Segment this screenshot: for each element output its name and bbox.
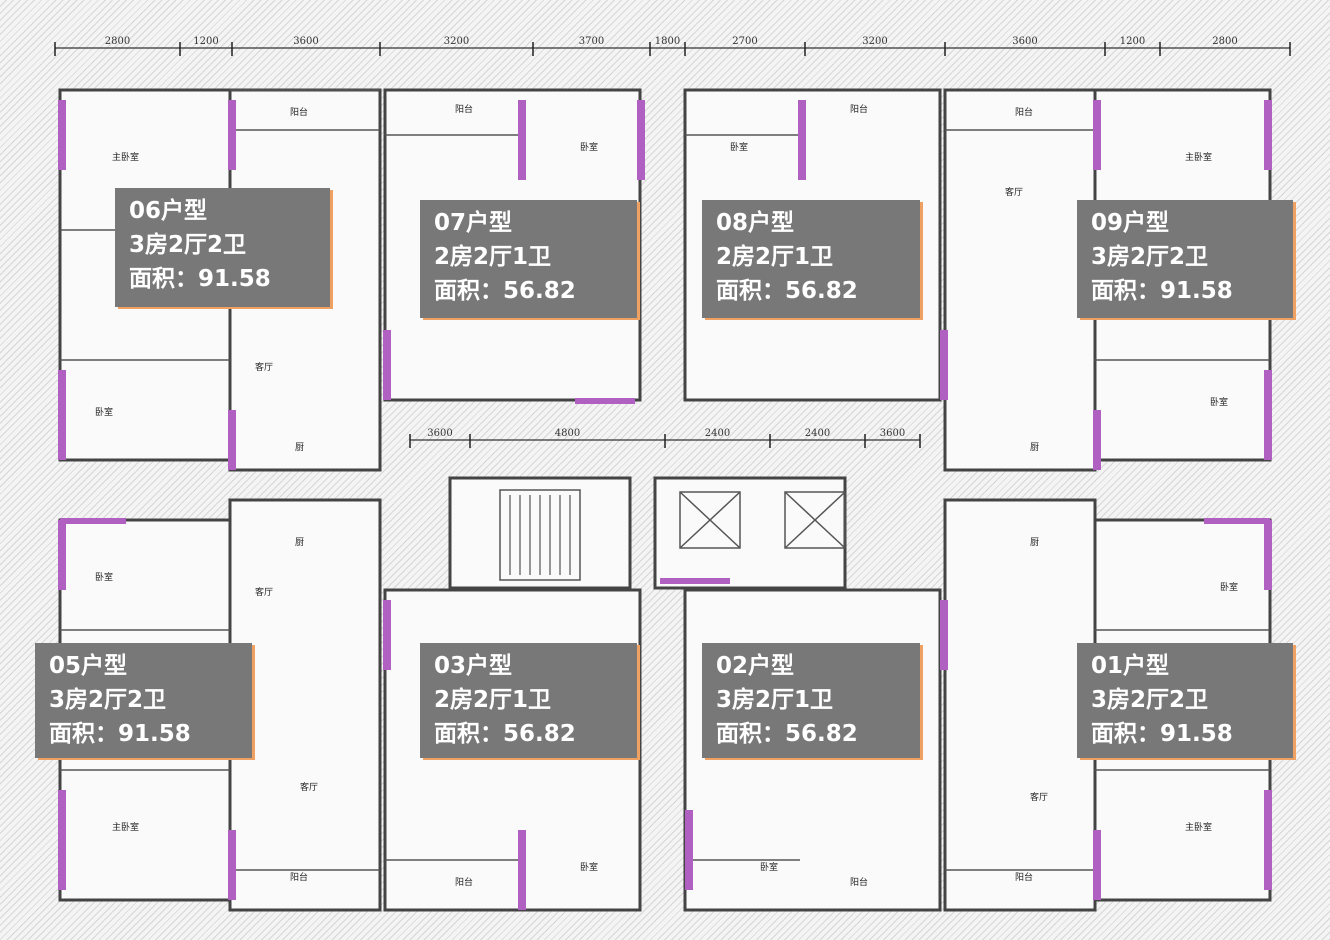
room-label-kitchen: 厨 — [1030, 442, 1039, 453]
dimension-label: 2800 — [1212, 36, 1237, 47]
room-label-balcony: 阳台 — [290, 106, 308, 118]
dimension-label: 1200 — [1120, 36, 1145, 47]
dimension-label: 2400 — [705, 428, 730, 439]
room-label-kitchen: 厨 — [295, 537, 304, 548]
unit-area: 56.82 — [503, 721, 576, 747]
unit-layout: 3房2厅2卫 — [1091, 244, 1209, 270]
unit-area: 91.58 — [1160, 721, 1233, 747]
dimension-label: 1200 — [193, 36, 218, 47]
area-label: 面积： — [716, 278, 785, 304]
room-label-master-bedroom: 主卧室 — [112, 151, 139, 163]
unit-label-02[interactable]: 02户型 3房2厅1卫 面积：56.82 — [702, 643, 920, 758]
area-label: 面积： — [434, 278, 503, 304]
room-label-kitchen: 厨 — [295, 442, 304, 453]
room-label-balcony: 阳台 — [850, 103, 868, 115]
dimension-label: 3600 — [293, 36, 318, 47]
room-label-balcony: 阳台 — [455, 103, 473, 115]
room-label-balcony: 阳台 — [1015, 106, 1033, 118]
room-label-living: 客厅 — [1030, 791, 1048, 803]
dimension-label: 1800 — [655, 36, 680, 47]
unit-area: 56.82 — [785, 278, 858, 304]
unit-layout: 3房2厅2卫 — [49, 687, 167, 713]
room-label-bedroom: 卧室 — [95, 571, 113, 583]
unit-layout: 2房2厅1卫 — [434, 687, 552, 713]
unit-label-05[interactable]: 05户型 3房2厅2卫 面积：91.58 — [35, 643, 252, 758]
area-label: 面积： — [1091, 721, 1160, 747]
area-label: 面积： — [129, 266, 198, 292]
room-label-bedroom: 卧室 — [760, 861, 778, 873]
area-label: 面积： — [434, 721, 503, 747]
unit-name: 02户型 — [716, 653, 795, 679]
dimension-label: 4800 — [555, 428, 580, 439]
unit-layout: 2房2厅1卫 — [716, 244, 834, 270]
unit-label-01[interactable]: 01户型 3房2厅2卫 面积：91.58 — [1077, 643, 1293, 758]
room-label-bedroom: 卧室 — [1210, 396, 1228, 408]
room-label-bedroom: 卧室 — [580, 141, 598, 153]
unit-area: 91.58 — [118, 721, 191, 747]
room-label-living: 客厅 — [255, 586, 273, 598]
dimension-label: 2400 — [805, 428, 830, 439]
unit-area: 56.82 — [503, 278, 576, 304]
unit-label-09[interactable]: 09户型 3房2厅2卫 面积：91.58 — [1077, 200, 1293, 318]
unit-name: 08户型 — [716, 210, 795, 236]
dimension-label: 2800 — [105, 36, 130, 47]
unit-name: 05户型 — [49, 653, 128, 679]
unit-area: 56.82 — [785, 721, 858, 747]
unit-name: 06户型 — [129, 198, 208, 224]
dimension-label: 3200 — [862, 36, 887, 47]
room-label-master-bedroom: 主卧室 — [112, 821, 139, 833]
dimension-label: 3600 — [880, 428, 905, 439]
dimension-label: 3700 — [579, 36, 604, 47]
dimension-label: 3600 — [427, 428, 452, 439]
unit-label-07[interactable]: 07户型 2房2厅1卫 面积：56.82 — [420, 200, 637, 318]
unit-label-08[interactable]: 08户型 2房2厅1卫 面积：56.82 — [702, 200, 920, 318]
area-label: 面积： — [716, 721, 785, 747]
room-label-master-bedroom: 主卧室 — [1185, 821, 1212, 833]
area-label: 面积： — [1091, 278, 1160, 304]
dimension-label: 3600 — [1012, 36, 1037, 47]
unit-layout: 3房2厅2卫 — [1091, 687, 1209, 713]
unit-name: 03户型 — [434, 653, 513, 679]
unit-name: 07户型 — [434, 210, 513, 236]
room-label-bedroom: 卧室 — [1220, 581, 1238, 593]
unit-label-06[interactable]: 06户型 3房2厅2卫 面积：91.58 — [115, 188, 330, 307]
area-label: 面积： — [49, 721, 118, 747]
unit-name: 01户型 — [1091, 653, 1170, 679]
room-label-living: 客厅 — [300, 781, 318, 793]
unit-layout: 3房2厅2卫 — [129, 232, 247, 258]
unit-name: 09户型 — [1091, 210, 1170, 236]
room-label-bedroom: 卧室 — [95, 406, 113, 418]
unit-layout: 3房2厅1卫 — [716, 687, 834, 713]
unit-area: 91.58 — [1160, 278, 1233, 304]
room-label-bedroom: 卧室 — [730, 141, 748, 153]
room-label-balcony: 阳台 — [1015, 871, 1033, 883]
room-label-kitchen: 厨 — [1030, 537, 1039, 548]
unit-layout: 2房2厅1卫 — [434, 244, 552, 270]
room-label-balcony: 阳台 — [455, 876, 473, 888]
room-label-balcony: 阳台 — [290, 871, 308, 883]
room-label-balcony: 阳台 — [850, 876, 868, 888]
dimension-label: 3200 — [444, 36, 469, 47]
dimension-label: 2700 — [732, 36, 757, 47]
room-label-living: 客厅 — [1005, 186, 1023, 198]
room-label-master-bedroom: 主卧室 — [1185, 151, 1212, 163]
unit-area: 91.58 — [198, 266, 271, 292]
unit-label-03[interactable]: 03户型 2房2厅1卫 面积：56.82 — [420, 643, 637, 758]
room-label-living: 客厅 — [255, 361, 273, 373]
room-label-bedroom: 卧室 — [580, 861, 598, 873]
